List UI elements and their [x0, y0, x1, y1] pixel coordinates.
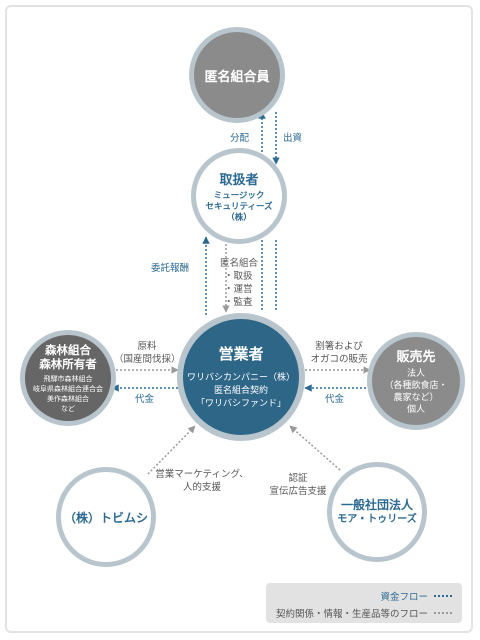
- operator-sub-2: 匿名組合契約: [213, 386, 268, 396]
- legend-fund-flow: 資金フロー: [380, 589, 452, 603]
- operator-sub-3: 「ワリバシファンド」: [195, 399, 286, 409]
- handler-sub-1: ミュージック: [213, 190, 265, 201]
- seller-sub-1: 法人: [406, 369, 425, 379]
- forest-sub-3: 美作森林組合: [47, 394, 89, 403]
- tobimushi-title: （株）トビムシ: [63, 510, 148, 525]
- label-cert-2: 宣伝広告支援: [269, 486, 327, 497]
- legend-contract-flow-label: 契約関係・情報・生産品等のフロー: [275, 609, 428, 620]
- investors-title: 匿名組合員: [204, 69, 270, 85]
- forest-sub-2: 岐阜県森林組合連合会: [33, 384, 103, 393]
- label-distribution: 分配: [230, 133, 250, 144]
- node-operator: 営業者 ワリバシカンパニー（株） 匿名組合契約 「ワリバシファンド」: [177, 313, 305, 441]
- label-marketing-1: 営業マーケティング、: [155, 469, 249, 480]
- operator-sub-1: ワリバシカンパニー（株）: [186, 373, 295, 383]
- forest-sub-4: など: [61, 404, 75, 413]
- label-payment-left: 代金: [135, 394, 155, 405]
- label-commission: 委託報酬: [151, 263, 190, 274]
- forest-sub-1: 飛騨市森林組合: [43, 374, 93, 383]
- node-tobimushi: （株）トビムシ: [56, 467, 156, 567]
- more-trees-title-2: モア・トゥリーズ: [337, 513, 417, 525]
- label-anon-partnership-1: 匿名組合: [220, 258, 259, 269]
- legend: 資金フロー 契約関係・情報・生産品等のフロー: [266, 583, 462, 623]
- label-raw-2: （国産間伐採）: [114, 354, 181, 365]
- label-marketing-2: 人的支援: [182, 482, 221, 493]
- label-anon-partnership: 匿名組合 ・取扱 ・運営 ・監査: [214, 257, 258, 309]
- seller-title: 販売先: [396, 350, 436, 365]
- label-cert-1: 認証: [288, 473, 308, 484]
- node-investors: 匿名組合員: [189, 27, 285, 123]
- legend-fund-flow-line: [434, 595, 452, 597]
- label-chopsticks-2: オガコの販売: [310, 354, 368, 365]
- label-anon-partnership-2: ・取扱: [224, 271, 253, 282]
- legend-contract-flow: 契約関係・情報・生産品等のフロー: [276, 606, 452, 620]
- label-raw-1: 原料: [137, 341, 157, 352]
- node-forest-owners: 森林組合 森林所有者 飛騨市森林組合 岐阜県森林組合連合会 美作森林組合 など: [20, 330, 116, 426]
- handler-sub-2: セキュリティーズ（株）: [205, 201, 273, 223]
- legend-contract-flow-line: [434, 612, 452, 614]
- label-anon-partnership-4: ・監査: [224, 297, 253, 308]
- handler-title: 取扱者: [219, 172, 259, 188]
- node-more-trees: 一般社団法人 モア・トゥリーズ: [327, 462, 427, 562]
- label-certification: 認証 宣伝広告支援: [262, 472, 334, 498]
- label-payment-right: 代金: [325, 394, 345, 405]
- label-chopsticks-1: 割箸および: [315, 341, 363, 352]
- label-anon-partnership-3: ・運営: [224, 284, 253, 295]
- arrow-marketing: [147, 425, 196, 475]
- operator-title: 営業者: [218, 345, 264, 363]
- label-chopsticks-sale: 割箸および オガコの販売: [303, 340, 375, 366]
- legend-fund-flow-label: 資金フロー: [380, 592, 428, 603]
- forest-title-2: 森林所有者: [39, 356, 97, 371]
- node-handler: 取扱者 ミュージック セキュリティーズ（株）: [191, 148, 287, 244]
- seller-sub-2: （各種飲食店・: [384, 381, 448, 391]
- label-marketing: 営業マーケティング、 人的支援: [152, 468, 252, 494]
- seller-sub-3: 農家など）: [393, 393, 439, 403]
- forest-title-1: 森林組合: [45, 342, 91, 357]
- more-trees-title-1: 一般社団法人: [340, 497, 413, 512]
- label-investment: 出資: [283, 133, 303, 144]
- node-sellers: 販売先 法人 （各種飲食店・ 農家など） 個人: [367, 332, 465, 430]
- label-raw-material: 原料 （国産間伐採）: [114, 340, 181, 366]
- arrow-certification: [289, 425, 341, 471]
- seller-sub-4: 個人: [406, 405, 425, 415]
